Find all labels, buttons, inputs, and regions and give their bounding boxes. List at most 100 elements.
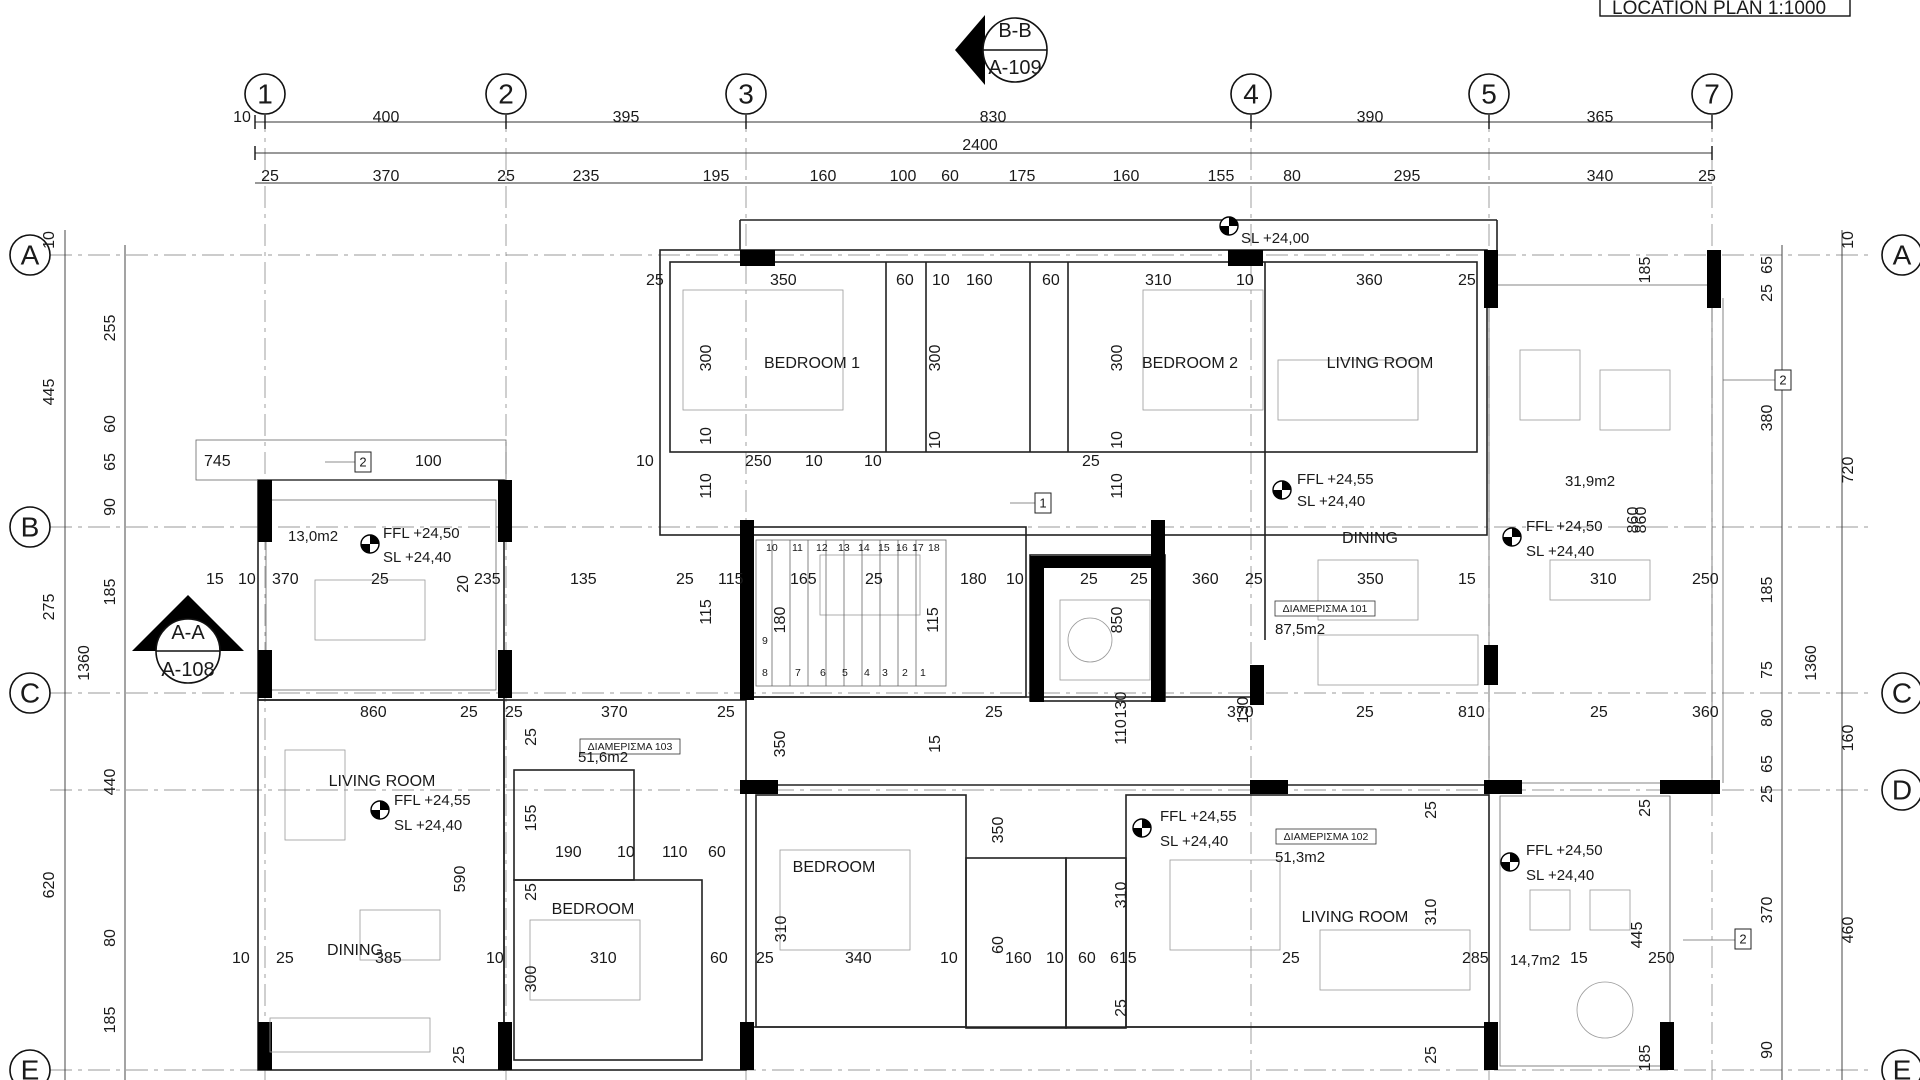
grid-row-e-left: E (9, 1049, 51, 1080)
stair: 10 11 12 13 14 15 16 17 18 9 8 7 6 5 4 3… (755, 539, 947, 687)
grid-col-5: 5 (1468, 73, 1510, 115)
svg-text:250: 250 (745, 453, 772, 470)
svg-text:10: 10 (1840, 231, 1857, 249)
svg-text:FFL +24,55: FFL +24,55 (1297, 471, 1374, 488)
svg-text:370: 370 (1227, 704, 1254, 721)
svg-text:B: B (21, 512, 40, 543)
svg-text:2400: 2400 (962, 137, 998, 154)
svg-text:110: 110 (698, 473, 715, 499)
svg-text:10: 10 (940, 950, 958, 967)
svg-text:25: 25 (1082, 453, 1100, 470)
section-aa-code: A-A (171, 622, 205, 644)
room-bedroom-2: BEDROOM 2 (1142, 355, 1238, 372)
svg-text:285: 285 (1462, 950, 1489, 967)
svg-text:18: 18 (928, 542, 940, 554)
svg-text:5: 5 (1481, 79, 1497, 110)
svg-text:250: 250 (1692, 571, 1719, 588)
svg-text:445: 445 (41, 379, 58, 406)
svg-text:D: D (1892, 775, 1912, 806)
right-dimension-inner: 25 65 380 860 185 75 80 25 65 370 445 90 (1625, 245, 1783, 1080)
svg-text:190: 190 (555, 844, 582, 861)
svg-text:445: 445 (1629, 922, 1646, 949)
svg-text:60: 60 (990, 936, 1007, 954)
svg-text:15: 15 (878, 542, 890, 554)
svg-text:60: 60 (1042, 272, 1060, 289)
top-dimension-chain-1: 10 400 395 830 390 365 (233, 109, 1713, 129)
level-terrace-right: FFL +24,50 SL +24,40 (1502, 518, 1603, 560)
level-apt101: FFL +24,55 SL +24,40 (1272, 471, 1374, 510)
svg-text:FFL +24,50: FFL +24,50 (383, 525, 460, 542)
grid-row-markers: A B C E A C D E (9, 234, 1920, 1080)
svg-text:255: 255 (102, 315, 119, 342)
svg-text:25: 25 (1458, 272, 1476, 289)
svg-text:155: 155 (523, 805, 540, 832)
svg-text:25: 25 (1245, 571, 1263, 588)
svg-text:390: 390 (1357, 109, 1384, 126)
svg-text:370: 370 (1759, 897, 1776, 924)
location-plan-label: LOCATION PLAN 1:1000 (1612, 0, 1826, 19)
svg-text:185: 185 (1637, 1045, 1654, 1072)
level-apt102: FFL +24,55 SL +24,40 (1132, 808, 1237, 850)
svg-text:350: 350 (990, 817, 1007, 844)
apartment-103-area: 51,6m2 (578, 749, 628, 766)
building-walls (195, 219, 1724, 1071)
svg-text:E: E (1893, 1055, 1912, 1080)
svg-text:25: 25 (523, 883, 540, 901)
svg-text:615: 615 (1110, 950, 1137, 967)
svg-text:720: 720 (1840, 457, 1857, 484)
svg-text:110: 110 (1113, 719, 1130, 745)
svg-text:300: 300 (1109, 345, 1126, 372)
svg-text:60: 60 (710, 950, 728, 967)
room-labels: BEDROOM 1 BEDROOM 2 LIVING ROOM DINING L… (327, 355, 1433, 959)
svg-text:300: 300 (698, 345, 715, 372)
structural-columns (258, 250, 1721, 1070)
grid-row-a-right: A (1881, 234, 1920, 276)
svg-text:185: 185 (102, 579, 119, 606)
svg-text:25: 25 (261, 168, 279, 185)
svg-text:A: A (1893, 240, 1912, 271)
apartment-103-label: ΔΙΑΜΕΡΙΣΜΑ 103 (588, 741, 673, 753)
svg-text:195: 195 (703, 168, 730, 185)
grid-col-4: 4 (1230, 73, 1272, 115)
svg-text:1: 1 (257, 79, 273, 110)
svg-text:310: 310 (1590, 571, 1617, 588)
svg-text:135: 135 (570, 571, 597, 588)
svg-text:8: 8 (762, 667, 768, 679)
svg-text:FFL +24,55: FFL +24,55 (394, 792, 471, 809)
svg-text:10: 10 (698, 427, 715, 445)
svg-text:25: 25 (523, 728, 540, 746)
svg-text:25: 25 (1282, 950, 1300, 967)
left-dimension-outer: 10 445 275 1360 (41, 230, 93, 1080)
svg-text:1360: 1360 (76, 645, 93, 681)
svg-text:180: 180 (772, 607, 789, 634)
svg-text:SL +24,40: SL +24,40 (1160, 833, 1228, 850)
svg-text:25: 25 (717, 704, 735, 721)
grid-lines (50, 110, 1870, 1080)
svg-text:SL +24,40: SL +24,40 (1526, 543, 1594, 560)
svg-text:385: 385 (375, 950, 402, 967)
grid-row-a-left: A (9, 234, 51, 276)
svg-text:350: 350 (772, 731, 789, 758)
svg-text:2: 2 (498, 79, 514, 110)
apartment-102-label: ΔΙΑΜΕΡΙΣΜΑ 102 (1284, 831, 1369, 843)
grid-col-1: 1 (244, 73, 286, 115)
level-terrace-lower-right: FFL +24,50 SL +24,40 (1500, 842, 1603, 884)
svg-text:185: 185 (102, 1007, 119, 1034)
svg-text:65: 65 (1759, 755, 1776, 773)
svg-text:310: 310 (773, 916, 790, 943)
svg-text:SL +24,00: SL +24,00 (1241, 230, 1309, 247)
svg-text:10: 10 (636, 453, 654, 470)
apartment-101-area: 87,5m2 (1275, 621, 1325, 638)
svg-text:1: 1 (920, 667, 926, 679)
svg-text:10: 10 (617, 844, 635, 861)
grid-row-c-left: C (9, 672, 51, 714)
section-aa-sheet: A-108 (161, 659, 214, 681)
svg-text:25: 25 (756, 950, 774, 967)
grid-col-2: 2 (485, 73, 527, 115)
svg-text:275: 275 (41, 594, 58, 621)
interior-dimensions: 25 350 60 10 160 60 310 10 360 25 250 10… (204, 257, 1719, 1072)
svg-text:25: 25 (646, 272, 664, 289)
level-terrace-left: FFL +24,50 SL +24,40 (360, 525, 460, 566)
svg-text:110: 110 (1109, 473, 1126, 499)
